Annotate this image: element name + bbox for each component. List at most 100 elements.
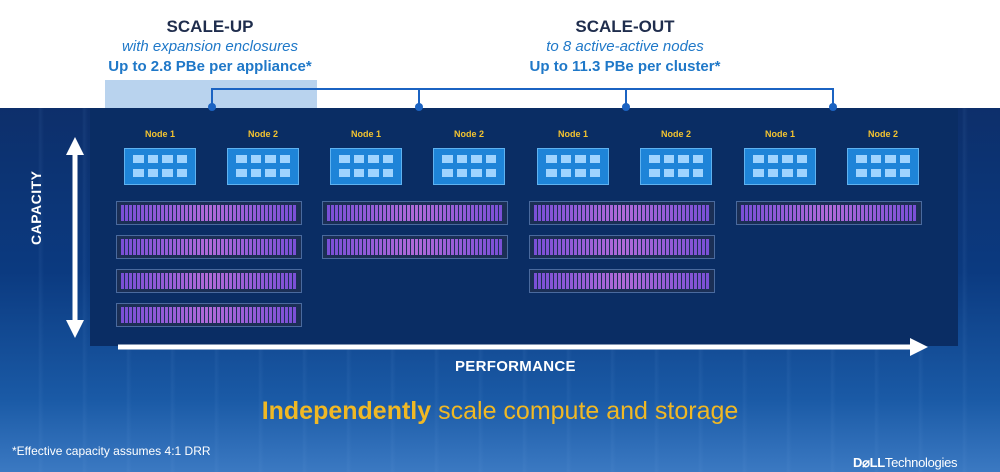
scale-out-subtitle: to 8 active-active nodes — [546, 38, 704, 55]
controller-node — [330, 148, 402, 185]
expansion-enclosure — [322, 235, 508, 259]
drive-slot — [250, 169, 261, 177]
drive-slot — [678, 155, 689, 163]
drive-slot — [279, 169, 290, 177]
logo-dell: D⌀LL — [853, 455, 885, 470]
drive-slot — [353, 155, 364, 163]
controller-node — [433, 148, 505, 185]
scale-out-capacity: Up to 11.3 PBe per cluster* — [529, 58, 721, 75]
node-drive-row — [649, 155, 703, 163]
node-drive-row — [442, 169, 496, 177]
expansion-enclosure — [529, 201, 715, 225]
scale-up-capacity: Up to 2.8 PBe per appliance* — [108, 58, 312, 75]
expansion-enclosure — [529, 269, 715, 293]
connector-dot-1 — [208, 103, 216, 111]
controller-node — [847, 148, 919, 185]
drive-slot — [236, 155, 247, 163]
performance-arrow — [910, 338, 928, 356]
dell-technologies-logo: D⌀LLTechnologies — [853, 455, 958, 471]
drive-slot — [782, 155, 793, 163]
drive-slot — [560, 169, 571, 177]
tagline-rest: scale compute and storage — [438, 397, 739, 425]
drive-slot — [456, 169, 467, 177]
node-drive-row — [546, 155, 600, 163]
enclosure-drives — [121, 273, 297, 289]
enclosure-drives — [741, 205, 917, 221]
scale-up-title: SCALE-UP — [166, 17, 254, 36]
connector-dot-2 — [415, 103, 423, 111]
drive-slot — [442, 169, 453, 177]
drive-slot — [663, 155, 674, 163]
scale-out-title: SCALE-OUT — [575, 17, 675, 36]
drive-slot — [870, 155, 881, 163]
enclosure-drives — [327, 205, 503, 221]
drive-slot — [546, 169, 557, 177]
drive-slot — [560, 155, 571, 163]
drive-slot — [575, 155, 586, 163]
node-drive-row — [753, 155, 807, 163]
drive-slot — [176, 155, 187, 163]
drive-slot — [856, 155, 867, 163]
node-drive-row — [856, 155, 910, 163]
capacity-label: CAPACITY — [28, 170, 44, 245]
drive-slot — [485, 155, 496, 163]
scale-up-subtitle: with expansion enclosures — [122, 38, 298, 55]
drive-slot — [382, 169, 393, 177]
drive-slot — [133, 169, 144, 177]
drive-slot — [368, 169, 379, 177]
node-drive-row — [753, 169, 807, 177]
drive-slot — [162, 169, 173, 177]
drive-slot — [796, 169, 807, 177]
drive-slot — [147, 155, 158, 163]
drive-slot — [176, 169, 187, 177]
node-drive-row — [442, 155, 496, 163]
expansion-enclosure — [116, 303, 302, 327]
drive-slot — [589, 155, 600, 163]
drive-slot — [649, 155, 660, 163]
drive-slot — [856, 169, 867, 177]
node-label: Node 2 — [453, 129, 484, 139]
performance-label: PERFORMANCE — [455, 358, 576, 375]
cluster-connector-line — [211, 88, 834, 90]
drive-slot — [471, 169, 482, 177]
connector-drop-3 — [625, 88, 627, 106]
controller-node — [227, 148, 299, 185]
drive-slot — [885, 155, 896, 163]
expansion-enclosure — [116, 235, 302, 259]
drive-slot — [339, 155, 350, 163]
node-label: Node 2 — [247, 129, 278, 139]
drive-slot — [546, 155, 557, 163]
connector-dot-3 — [622, 103, 630, 111]
connector-drop-2 — [418, 88, 420, 106]
drive-slot — [133, 155, 144, 163]
connector-dot-4 — [829, 103, 837, 111]
drive-slot — [885, 169, 896, 177]
drive-slot — [250, 155, 261, 163]
drive-slot — [339, 169, 350, 177]
drive-slot — [442, 155, 453, 163]
enclosure-drives — [534, 273, 710, 289]
drive-slot — [782, 169, 793, 177]
controller-node — [640, 148, 712, 185]
enclosure-drives — [327, 239, 503, 255]
node-label: Node 1 — [557, 129, 588, 139]
footnote: *Effective capacity assumes 4:1 DRR — [12, 444, 211, 458]
scale-up-header: SCALE-UP with expansion enclosures Up to… — [60, 17, 360, 77]
drive-slot — [265, 169, 276, 177]
node-drive-row — [339, 169, 393, 177]
node-drive-row — [649, 169, 703, 177]
node-drive-row — [236, 155, 290, 163]
drive-slot — [382, 155, 393, 163]
drive-slot — [678, 169, 689, 177]
capacity-arrow-down — [66, 320, 84, 338]
drive-slot — [471, 155, 482, 163]
expansion-enclosure — [116, 269, 302, 293]
drive-slot — [899, 169, 910, 177]
node-drive-row — [339, 155, 393, 163]
connector-drop-4 — [832, 88, 834, 106]
logo-technologies: Technologies — [884, 455, 958, 470]
node-drive-row — [133, 155, 187, 163]
drive-slot — [368, 155, 379, 163]
expansion-enclosure — [736, 201, 922, 225]
controller-node — [124, 148, 196, 185]
